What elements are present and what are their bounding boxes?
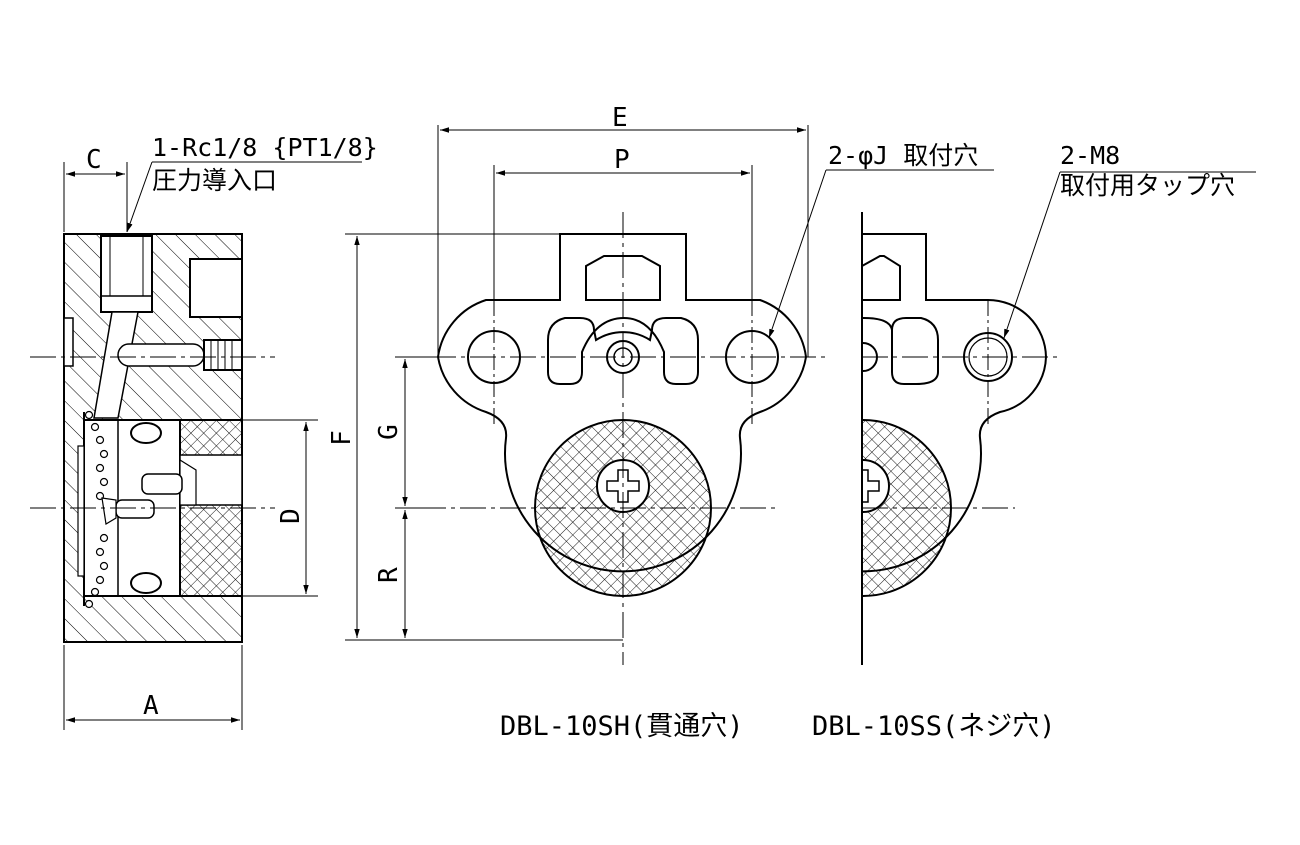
dim-label-f: F — [327, 430, 357, 446]
front-view-through-hole — [345, 125, 994, 665]
port-spec-label: 1-Rc1/8 {PT1/8} — [152, 133, 378, 162]
section-view — [30, 161, 362, 730]
dim-label-c: C — [86, 145, 102, 175]
caption-tapped-hole: DBL-10SS(ネジ穴) — [812, 711, 1056, 742]
tap-spec-label: 2-M8 — [1060, 141, 1120, 170]
mount-hole-label: 2-φJ 取付穴 — [828, 141, 978, 170]
port-cavity — [100, 235, 153, 313]
dim-label-d: D — [276, 508, 306, 524]
dim-label-r: R — [374, 567, 404, 583]
port-name-label: 圧力導入口 — [152, 166, 277, 195]
dim-label-a: A — [143, 691, 159, 721]
half-view-tapped-hole — [861, 171, 1256, 665]
dim-label-e: E — [612, 103, 628, 133]
dim-label-g: G — [374, 424, 404, 440]
tap-name-label: 取付用タップ穴 — [1060, 171, 1235, 200]
caption-through-hole: DBL-10SH(貫通穴) — [500, 711, 744, 742]
dim-label-p: P — [614, 145, 630, 175]
